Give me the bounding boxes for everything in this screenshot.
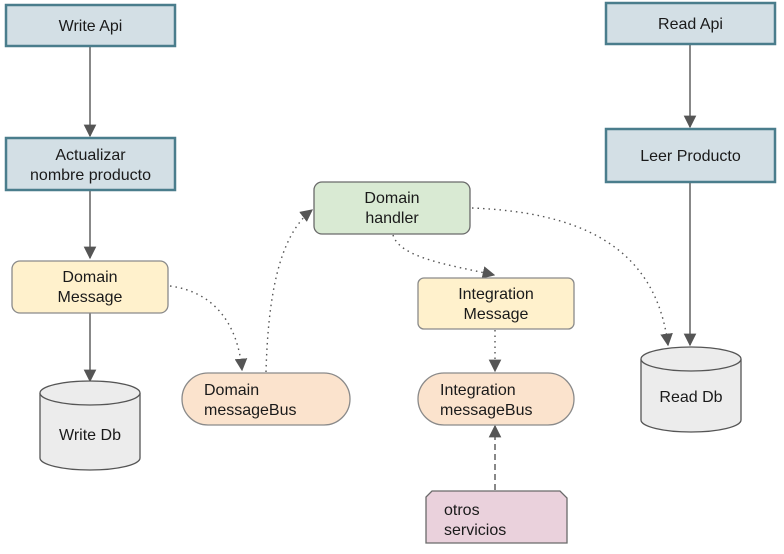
otros-servicios-label-line2: servicios (444, 522, 506, 539)
node-domain-message: Domain Message (11, 260, 169, 314)
otros-servicios-box (425, 490, 568, 544)
integration-messagebus-label-line2: messageBus (440, 402, 533, 419)
node-domain-handler: Domain handler (313, 181, 471, 235)
read-db-cylinder (640, 359, 742, 433)
node-integration-messagebus: Integration messageBus (417, 372, 575, 426)
integration-messagebus-label-line1: Integration (440, 382, 516, 399)
node-read-db: Read Db (640, 346, 742, 433)
otros-servicios-label-line1: otros (444, 502, 480, 519)
node-otros-servicios: otros servicios (425, 490, 568, 544)
integration-message-label-line2: Message (464, 306, 529, 323)
node-leer-producto: Leer Producto (604, 127, 777, 184)
node-read-api: Read Api (604, 1, 777, 46)
domain-handler-label-line1: Domain (364, 190, 419, 207)
integration-message-label-line1: Integration (458, 286, 534, 303)
domain-message-label-line2: Message (58, 289, 123, 306)
integration-message-box (417, 277, 575, 330)
actualizar-label-line2: nombre producto (30, 167, 151, 184)
write-api-box (4, 3, 177, 48)
edge-domain-handler-to-read-db (471, 207, 673, 347)
read-api-box (604, 1, 777, 46)
domain-handler-box (313, 181, 471, 235)
edge-domain-messagebus-to-domain-handler (265, 209, 314, 373)
actualizar-label-line1: Actualizar (55, 147, 126, 164)
write-db-cylinder-top (39, 380, 141, 406)
node-domain-messagebus: Domain messageBus (181, 372, 351, 426)
domain-message-box (11, 260, 169, 314)
domain-messagebus-label-line2: messageBus (204, 402, 297, 419)
write-api-label: Write Api (59, 18, 123, 35)
domain-messagebus-box (181, 372, 351, 426)
write-db-label: Write Db (59, 427, 121, 444)
read-api-label: Read Api (658, 16, 723, 33)
edge-domain-message-to-domain-messagebus (169, 285, 248, 372)
read-db-label: Read Db (659, 389, 722, 406)
write-db-cylinder (39, 393, 141, 471)
domain-handler-label-line2: handler (365, 210, 419, 227)
node-integration-message: Integration Message (417, 277, 575, 330)
node-write-api: Write Api (4, 3, 177, 48)
domain-message-label-line1: Domain (62, 269, 117, 286)
edges (83, 44, 697, 490)
leer-producto-box (604, 127, 777, 184)
domain-messagebus-label-line1: Domain (204, 382, 259, 399)
actualizar-box (4, 136, 177, 192)
node-actualizar-nombre-producto: Actualizar nombre producto (4, 136, 177, 192)
edge-domain-handler-to-integration-message (392, 234, 496, 279)
node-write-db: Write Db (39, 380, 141, 471)
leer-producto-label: Leer Producto (640, 148, 741, 165)
read-db-cylinder-top (640, 346, 742, 372)
integration-messagebus-box (417, 372, 575, 426)
